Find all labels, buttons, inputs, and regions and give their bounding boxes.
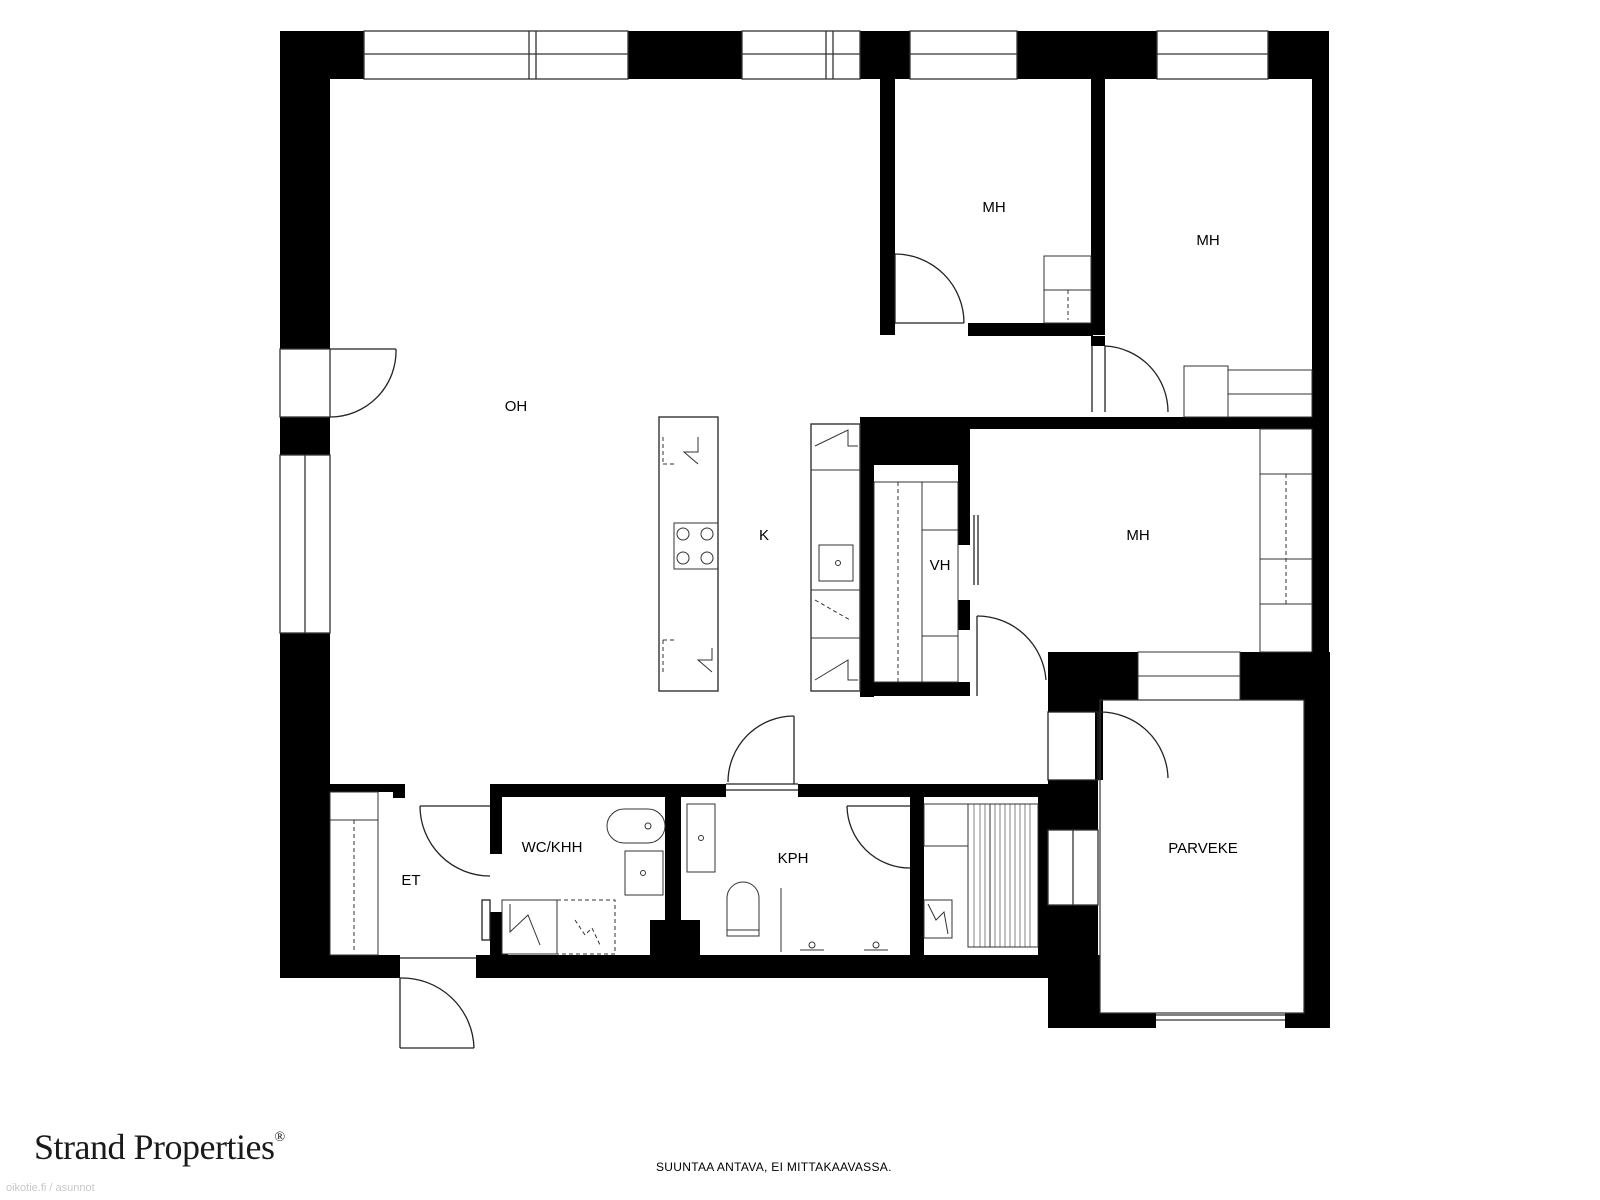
- room-label-wc-khh: WC/KHH: [522, 839, 583, 856]
- room-label-oh: OH: [505, 398, 528, 415]
- room-label-mh-1: MH: [982, 199, 1005, 216]
- room-label-vh: VH: [930, 557, 951, 574]
- brand-name: Strand Properties: [34, 1127, 275, 1167]
- room-label-mh-3: MH: [1126, 527, 1149, 544]
- brand-logo: Strand Properties®: [34, 1126, 285, 1168]
- room-label-kph: KPH: [778, 850, 809, 867]
- room-labels: OH K MH MH MH VH WC/KHH KPH ET PARVEKE: [401, 199, 1237, 889]
- room-label-mh-2: MH: [1196, 232, 1219, 249]
- fixtures: [329, 255, 1313, 1014]
- walls: [280, 31, 1330, 1028]
- scale-disclaimer: SUUNTAA ANTAVA, EI MITTAKAAVASSA.: [656, 1160, 892, 1174]
- room-label-parveke: PARVEKE: [1168, 840, 1237, 857]
- watermark: oikotie.fi / asunnot: [6, 1182, 95, 1194]
- registered-mark: ®: [274, 1130, 285, 1145]
- room-label-et: ET: [401, 872, 420, 889]
- room-label-k: K: [759, 527, 769, 544]
- windows: [279, 30, 1285, 1021]
